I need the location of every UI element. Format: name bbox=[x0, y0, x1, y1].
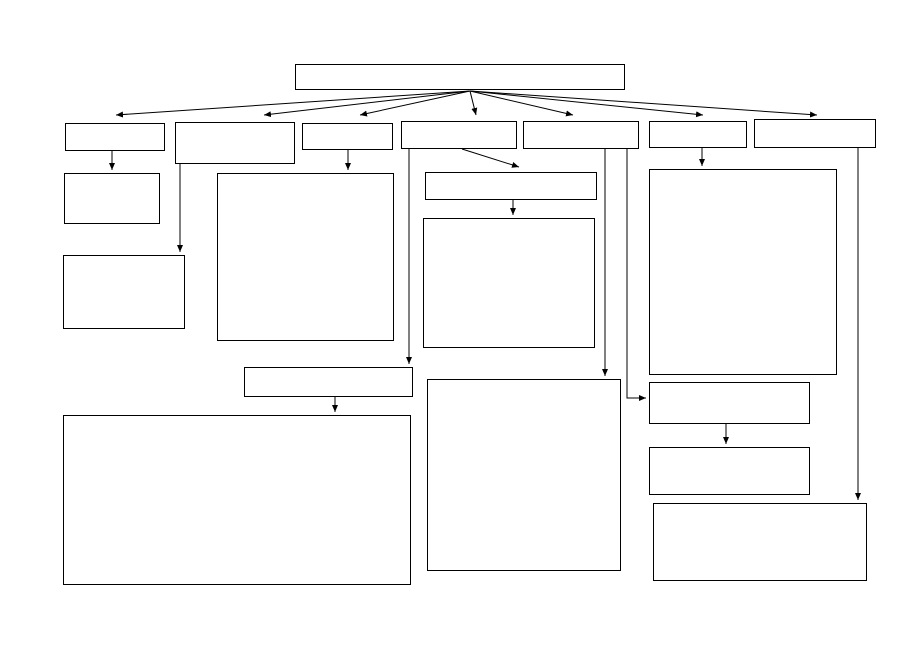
node-c4 bbox=[401, 121, 517, 149]
arrow-root-to-c7 bbox=[469, 90, 818, 118]
box-c1a bbox=[64, 173, 160, 224]
arrow-c4-to-c4a bbox=[461, 148, 520, 168]
node-c6a bbox=[649, 169, 837, 375]
edges-layer bbox=[109, 90, 861, 500]
node-c7 bbox=[754, 119, 876, 148]
node-c5b bbox=[649, 382, 810, 424]
node-c4a bbox=[425, 172, 597, 200]
node-c7a bbox=[653, 503, 867, 581]
box-c3 bbox=[302, 123, 393, 150]
box-c5 bbox=[523, 121, 639, 149]
arrow-root-to-c5 bbox=[469, 90, 574, 117]
box-root bbox=[295, 64, 625, 90]
node-c4c bbox=[244, 367, 413, 397]
arrow-root-to-c3 bbox=[359, 90, 471, 117]
box-c2 bbox=[175, 122, 295, 164]
box-c4a bbox=[425, 172, 597, 200]
box-c5b bbox=[649, 382, 810, 424]
box-c3a bbox=[217, 173, 394, 341]
node-c4d bbox=[63, 415, 411, 585]
node-c2a bbox=[63, 255, 185, 329]
node-c1a bbox=[64, 173, 160, 224]
nodes-layer bbox=[63, 64, 876, 585]
box-c5c bbox=[649, 447, 810, 495]
arrow-root-to-c4 bbox=[469, 90, 478, 116]
box-c6 bbox=[649, 121, 747, 148]
node-c5a bbox=[427, 379, 621, 571]
node-c6 bbox=[649, 121, 747, 148]
arrow-c5-to-c5b bbox=[626, 149, 646, 401]
box-c4 bbox=[401, 121, 517, 149]
box-c4c bbox=[244, 367, 413, 397]
box-c1 bbox=[65, 123, 165, 151]
box-c7a bbox=[653, 503, 867, 581]
node-c3 bbox=[302, 123, 393, 150]
arrow-root-to-c1 bbox=[115, 90, 471, 118]
box-c6a bbox=[649, 169, 837, 375]
box-c7 bbox=[754, 119, 876, 148]
node-c3a bbox=[217, 173, 394, 341]
box-c4b bbox=[423, 218, 595, 348]
box-c2a bbox=[63, 255, 185, 329]
arrow-root-to-c2 bbox=[263, 90, 471, 118]
node-c2 bbox=[175, 122, 295, 164]
node-c5 bbox=[523, 121, 639, 149]
node-c4b bbox=[423, 218, 595, 348]
node-root bbox=[295, 64, 625, 90]
arrow-root-to-c6 bbox=[469, 90, 704, 118]
box-c4d bbox=[63, 415, 411, 585]
node-c1 bbox=[65, 123, 165, 151]
box-c5a bbox=[427, 379, 621, 571]
node-c5c bbox=[649, 447, 810, 495]
